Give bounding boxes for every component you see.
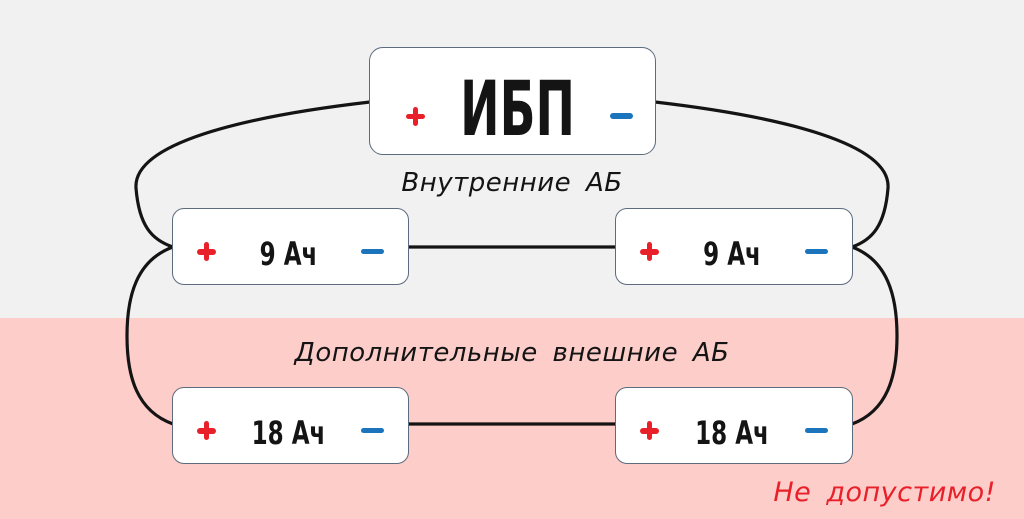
minus-terminal-icon bbox=[805, 248, 828, 255]
plus-terminal-icon bbox=[197, 242, 216, 261]
battery-capacity-label: 18 Ач bbox=[251, 413, 326, 452]
battery-box-internal-left: 9 Ач bbox=[172, 208, 409, 285]
minus-terminal-icon bbox=[361, 427, 384, 434]
ups-box: ИБП bbox=[369, 47, 656, 155]
plus-terminal-icon bbox=[197, 421, 216, 440]
external-section-background bbox=[0, 318, 1024, 519]
minus-terminal-icon bbox=[610, 113, 634, 119]
internal-section-label: Внутренние АБ bbox=[401, 168, 623, 198]
wire-internal-right-to-external-right bbox=[850, 245, 899, 426]
wire-internal-left-to-external-left bbox=[125, 245, 175, 426]
plus-terminal-icon bbox=[406, 106, 425, 126]
battery-capacity-label: 9 Ач bbox=[259, 234, 318, 273]
battery-capacity-label: 18 Ач bbox=[695, 413, 769, 452]
plus-terminal-icon bbox=[640, 421, 659, 440]
minus-terminal-icon bbox=[805, 427, 828, 434]
battery-box-external-left: 18 Ач bbox=[172, 387, 409, 464]
external-section-label: Дополнительные внешние АБ bbox=[294, 338, 730, 368]
plus-terminal-icon bbox=[640, 242, 659, 261]
battery-capacity-label: 9 Ач bbox=[703, 234, 761, 273]
ups-label: ИБП bbox=[460, 64, 575, 153]
battery-box-external-right: 18 Ач bbox=[615, 387, 853, 464]
minus-terminal-icon bbox=[361, 248, 384, 255]
wire-ups-to-internal-left bbox=[134, 100, 372, 249]
battery-box-internal-right: 9 Ач bbox=[615, 208, 853, 285]
wire-ups-to-internal-right bbox=[653, 100, 890, 249]
warning-text: Не допустимо! bbox=[773, 477, 996, 508]
